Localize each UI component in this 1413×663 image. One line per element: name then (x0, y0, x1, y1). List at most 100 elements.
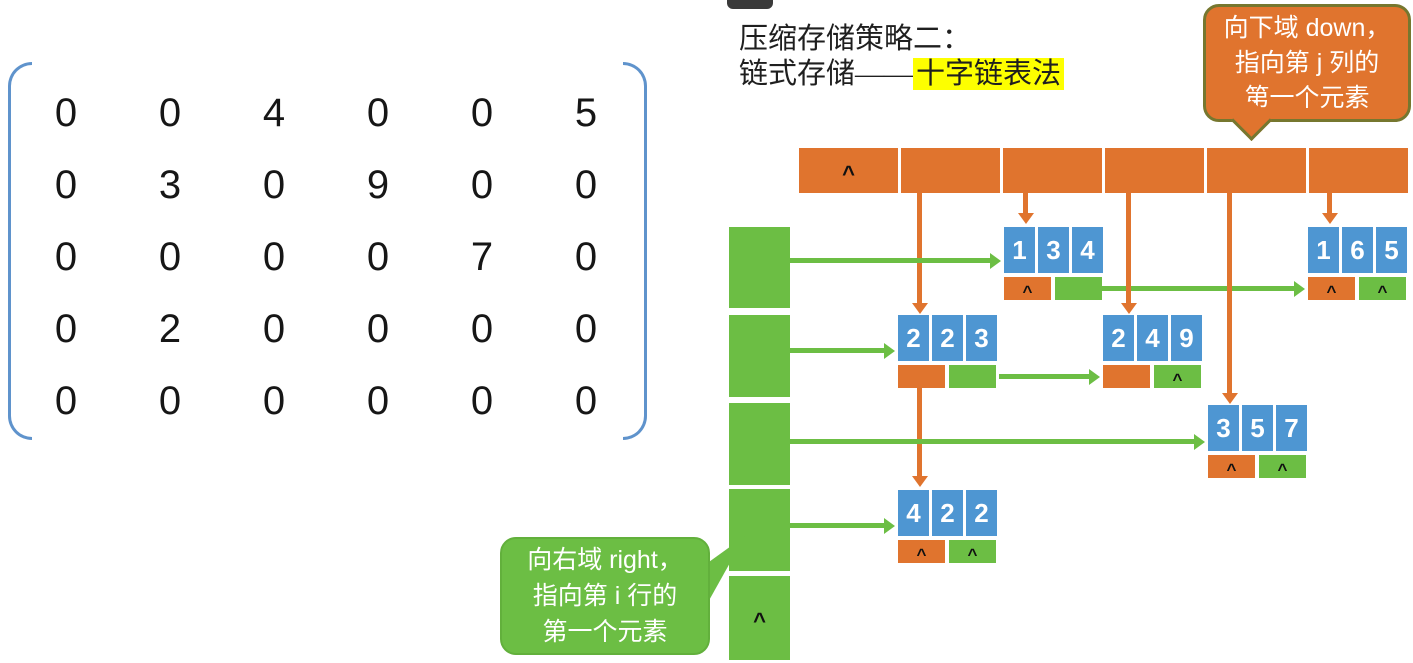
down-arrow-col6 (1322, 192, 1338, 224)
matrix-cell: 0 (366, 306, 390, 351)
sparse-matrix: 0 0 4 0 0 5 0 3 0 9 0 0 0 0 0 0 7 0 0 2 … (14, 77, 638, 437)
right-link-row2 (790, 343, 895, 359)
node-pointers: ^ ^ (898, 540, 997, 563)
slide-title: 压缩存储策略二： 链式存储——十字链表法 (739, 22, 1065, 92)
right-link-node134-to-node165 (1102, 281, 1305, 297)
row-header-cell-3 (729, 403, 790, 485)
callout-line: 第一个元素 (1244, 83, 1370, 112)
matrix-cell: 0 (262, 162, 286, 207)
right-pointer-cell: ^ (1359, 277, 1406, 300)
right-link-node223-to-node249 (999, 369, 1100, 385)
node-col-value: 3 (1038, 227, 1069, 273)
matrix-cell: 2 (158, 306, 182, 351)
null-pointer-caret: ^ (1277, 460, 1288, 479)
right-link-row3 (790, 434, 1205, 450)
node-data-value: 7 (1276, 405, 1307, 451)
column-header-cell-3 (1003, 148, 1102, 193)
matrix-cell: 0 (54, 306, 78, 351)
node-row-value: 2 (898, 315, 929, 361)
node-col-value: 4 (1137, 315, 1168, 361)
right-pointer-cell: ^ (1259, 455, 1306, 478)
matrix-cell: 0 (158, 378, 182, 423)
node-row-value: 1 (1308, 227, 1339, 273)
node-data-value: 3 (966, 315, 997, 361)
matrix-cell: 0 (366, 90, 390, 135)
node-triple: 1 3 4 (1004, 227, 1103, 273)
down-arrow-col3 (1018, 192, 1034, 224)
node-data-value: 2 (966, 490, 997, 536)
null-pointer-caret: ^ (916, 545, 927, 564)
right-pointer-cell: ^ (1154, 365, 1201, 388)
down-arrow-col4 (1121, 192, 1137, 314)
callout-right-pointer: 向右域 right， 指向第 i 行的 第一个元素 (500, 537, 710, 655)
row-header-cell-5: ^ (729, 576, 790, 660)
node-row-value: 1 (1004, 227, 1035, 273)
node-1-3-4: 1 3 4 ^ (1004, 227, 1103, 300)
node-1-6-5: 1 6 5 ^ ^ (1308, 227, 1407, 300)
matrix-cell: 4 (262, 90, 286, 135)
node-row-value: 4 (898, 490, 929, 536)
matrix-cell: 0 (470, 162, 494, 207)
matrix-cell: 0 (54, 234, 78, 279)
column-header-cell-4 (1105, 148, 1204, 193)
node-pointers: ^ ^ (1208, 455, 1307, 478)
node-2-4-9: 2 4 9 ^ (1103, 315, 1202, 388)
null-pointer-caret: ^ (1022, 282, 1033, 301)
node-row-value: 2 (1103, 315, 1134, 361)
null-pointer-caret: ^ (753, 608, 766, 633)
node-col-value: 5 (1242, 405, 1273, 451)
matrix-cell: 0 (470, 306, 494, 351)
node-triple: 2 2 3 (898, 315, 997, 361)
callout-down-pointer: 向下域 down， 指向第 j 列的 第一个元素 (1203, 4, 1411, 122)
callout-line: 第一个元素 (542, 618, 668, 646)
callout-line: 向下域 down， (1223, 13, 1391, 42)
right-link-row1 (790, 253, 1001, 269)
matrix-cell: 0 (54, 90, 78, 135)
node-col-value: 6 (1342, 227, 1373, 273)
down-pointer-cell (898, 365, 945, 388)
matrix-cell: 0 (366, 378, 390, 423)
matrix-cell: 0 (574, 234, 598, 279)
matrix-cell: 0 (574, 378, 598, 423)
node-data-value: 4 (1072, 227, 1103, 273)
matrix-cell: 0 (262, 234, 286, 279)
matrix-cell: 0 (262, 306, 286, 351)
matrix-cell: 3 (158, 162, 182, 207)
matrix-cell: 0 (54, 378, 78, 423)
null-pointer-caret: ^ (1377, 282, 1388, 301)
node-3-5-7: 3 5 7 ^ ^ (1208, 405, 1307, 478)
matrix-cell: 5 (574, 90, 598, 135)
down-pointer-cell: ^ (1004, 277, 1051, 300)
title-line-2-highlighted: 十字链表法 (913, 58, 1065, 90)
down-arrow-col5 (1222, 192, 1238, 404)
right-pointer-cell (1055, 277, 1102, 300)
title-line-1: 压缩存储策略二： (739, 23, 972, 55)
column-header-cell-5 (1207, 148, 1306, 193)
null-pointer-caret: ^ (967, 545, 978, 564)
right-link-row4 (790, 518, 895, 534)
matrix-cell: 7 (470, 234, 494, 279)
column-header-cell-2 (901, 148, 1000, 193)
node-pointers: ^ (1004, 277, 1103, 300)
column-header-array: ^ (799, 148, 1408, 193)
matrix-cell: 0 (366, 234, 390, 279)
matrix-cell: 0 (54, 162, 78, 207)
callout-line: 指向第 i 行的 (532, 582, 678, 610)
matrix-cell: 0 (158, 234, 182, 279)
matrix-cell: 0 (158, 90, 182, 135)
node-data-value: 9 (1171, 315, 1202, 361)
matrix-cell: 0 (470, 378, 494, 423)
callout-line: 指向第 j 列的 (1234, 48, 1380, 77)
column-header-cell-1: ^ (799, 148, 898, 193)
column-header-cell-6 (1309, 148, 1408, 193)
row-header-cell-4 (729, 489, 790, 571)
down-arrow-col2 (912, 192, 928, 314)
matrix-cell: 0 (574, 162, 598, 207)
callout-line: 向右域 right， (527, 546, 683, 574)
title-line-2: 链式存储——十字链表法 (739, 57, 1065, 92)
right-pointer-cell (949, 365, 996, 388)
matrix-cell: 0 (262, 378, 286, 423)
node-col-value: 2 (932, 315, 963, 361)
node-triple: 2 4 9 (1103, 315, 1202, 361)
